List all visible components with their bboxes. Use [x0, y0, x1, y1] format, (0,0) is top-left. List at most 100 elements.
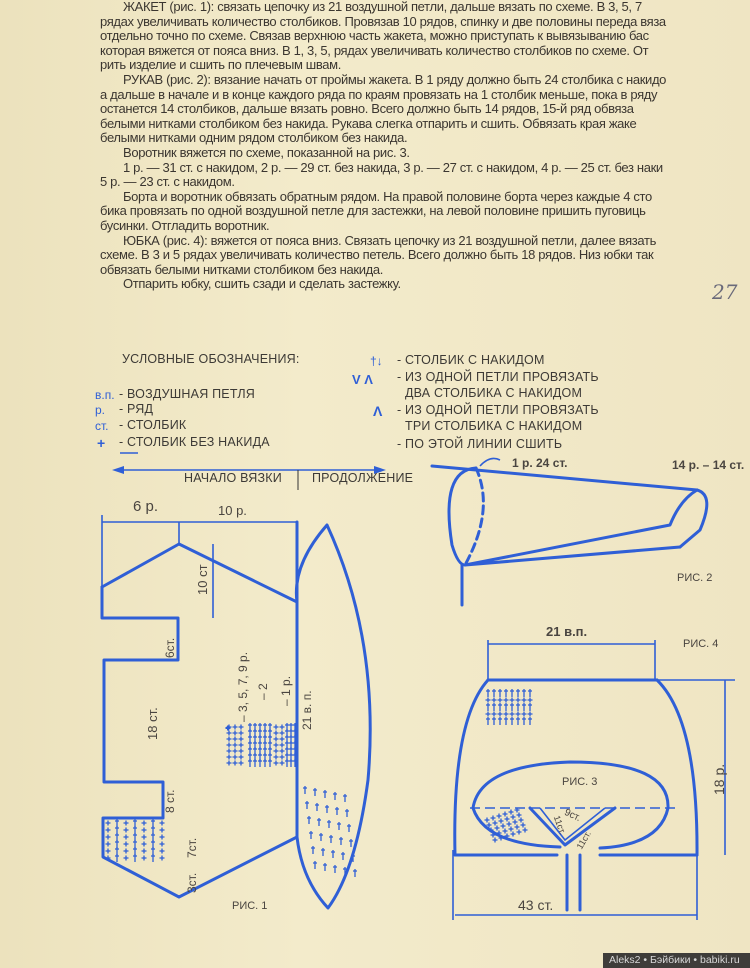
fig1-dim-6st: 6ст. [163, 637, 177, 658]
sc-stitch [273, 736, 279, 742]
stitch [115, 847, 119, 855]
collar-stitch [514, 807, 520, 813]
stitch [151, 826, 155, 834]
collar-stitch [516, 829, 522, 835]
collar-stitch [492, 837, 498, 843]
skirt-stitch [503, 697, 509, 703]
dc-stitch [289, 759, 293, 767]
skirt-stitch [491, 697, 497, 703]
fig1-dim-18st: 18 ст. [145, 707, 160, 740]
legend-title: УСЛОВНЫЕ ОБОЗНАЧЕНИЯ: [122, 352, 300, 366]
skirt-stitch [522, 717, 526, 725]
legend-text: ТРИ СТОЛБИКА С НАКИДОМ [405, 419, 583, 433]
legend-symbol: + [97, 435, 106, 451]
dc-stitch [268, 759, 272, 767]
stitch [105, 820, 111, 826]
sc-stitch [225, 725, 231, 731]
collar-stitch [492, 820, 498, 826]
skirt-stitch [509, 697, 515, 703]
collar-stitch [502, 811, 508, 817]
stitch [159, 841, 165, 847]
instruction-line: бусинки. Отгладить воротник. [100, 218, 270, 233]
fig1-row-2: – 2 [256, 683, 270, 700]
skirt-stitch [492, 703, 496, 711]
sc-stitch [226, 730, 232, 736]
dc-stitch [253, 759, 257, 767]
instruction-line: отдельно точно по схеме. Связав верхнюю … [100, 28, 649, 44]
cluster-stitch [305, 801, 309, 809]
sc-stitch [232, 736, 238, 742]
instruction-line: РУКАВ (рис. 2): вязание начать от проймы… [123, 72, 667, 87]
cluster-stitch [335, 807, 339, 815]
collar-stitch [520, 822, 526, 828]
collar-stitch [504, 833, 510, 839]
stitch [151, 833, 155, 841]
skirt-stitch [497, 711, 503, 717]
skirt-stitch [522, 703, 526, 711]
sc-stitch [238, 748, 244, 754]
legend-symbol-dc-icon: †↓ [370, 354, 383, 368]
cluster-stitch [343, 794, 347, 802]
collar-stitch [496, 830, 502, 836]
legend-text: - ИЗ ОДНОЙ ПЕТЛИ ПРОВЯЗАТЬ [397, 370, 599, 384]
cluster-stitch [311, 846, 315, 854]
stitch [123, 855, 129, 861]
stitch [105, 827, 111, 833]
sc-stitch [232, 724, 238, 730]
legend-symbol: р. [95, 403, 106, 417]
stitch-symbols [105, 689, 533, 877]
stitch [151, 840, 155, 848]
cluster-stitch [317, 818, 321, 826]
sc-stitch [226, 736, 232, 742]
sc-stitch [232, 742, 238, 748]
skirt-stitch [522, 689, 526, 697]
fig1-row-1: – 1 р. [279, 675, 293, 706]
fig2-sleeve-diagram [430, 457, 709, 607]
stitch [159, 827, 165, 833]
skirt-stitch [498, 717, 502, 725]
skirt-stitch [516, 703, 520, 711]
skirt-stitch [485, 711, 491, 717]
sc-stitch [232, 760, 238, 766]
skirt-stitch [486, 717, 490, 725]
instruction-line: ЮБКА (рис. 4): вяжется от пояса вниз. Св… [123, 232, 657, 248]
fig4-caption: РИС. 4 [683, 638, 719, 650]
sc-stitch [279, 760, 285, 766]
sc-stitch [238, 736, 244, 742]
cluster-stitch [339, 837, 343, 845]
instruction-line: схеме. В 3 и 5 рядах увеличивать количес… [100, 247, 654, 263]
skirt-stitch [486, 689, 490, 697]
cluster-stitch [333, 792, 337, 800]
fig2-caption: РИС. 2 [677, 572, 713, 584]
sc-stitch [273, 724, 279, 730]
collar-stitch [500, 823, 506, 829]
cluster-stitch [313, 788, 317, 796]
dc-stitch [263, 759, 267, 767]
stitch [115, 819, 119, 827]
stitch [141, 827, 147, 833]
stitch [123, 841, 129, 847]
instruction-line: белыми нитками столбиком без накида. Рук… [100, 115, 637, 131]
sc-stitch [279, 754, 285, 760]
dc-stitch [248, 759, 252, 767]
fig4-height-label: 18 р. [711, 763, 727, 795]
dc-stitch [293, 759, 297, 767]
dc-stitch [258, 759, 262, 767]
instruction-line: Отпарить юбку, сшить сзади и сделать зас… [123, 276, 401, 292]
sc-stitch [238, 742, 244, 748]
legend-text: - СТОЛБИК БЕЗ НАКИДА [119, 435, 270, 449]
skirt-stitch [510, 689, 514, 697]
legend-text: - ИЗ ОДНОЙ ПЕТЛИ ПРОВЯЗАТЬ [397, 403, 599, 417]
collar-stitch [496, 813, 502, 819]
instruction-line: а дальше в начале и в конце каждого ряда… [100, 86, 658, 102]
stitch [115, 854, 119, 862]
cluster-stitch [315, 803, 319, 811]
cluster-stitch [345, 809, 349, 817]
skirt-stitch [528, 717, 532, 725]
sc-stitch [226, 724, 232, 730]
stitch [151, 847, 155, 855]
dc-stitch [285, 759, 289, 767]
fig1-dim-8st: 8 ст. [163, 789, 177, 813]
collar-stitch [486, 822, 492, 828]
skirt-stitch [497, 697, 503, 703]
